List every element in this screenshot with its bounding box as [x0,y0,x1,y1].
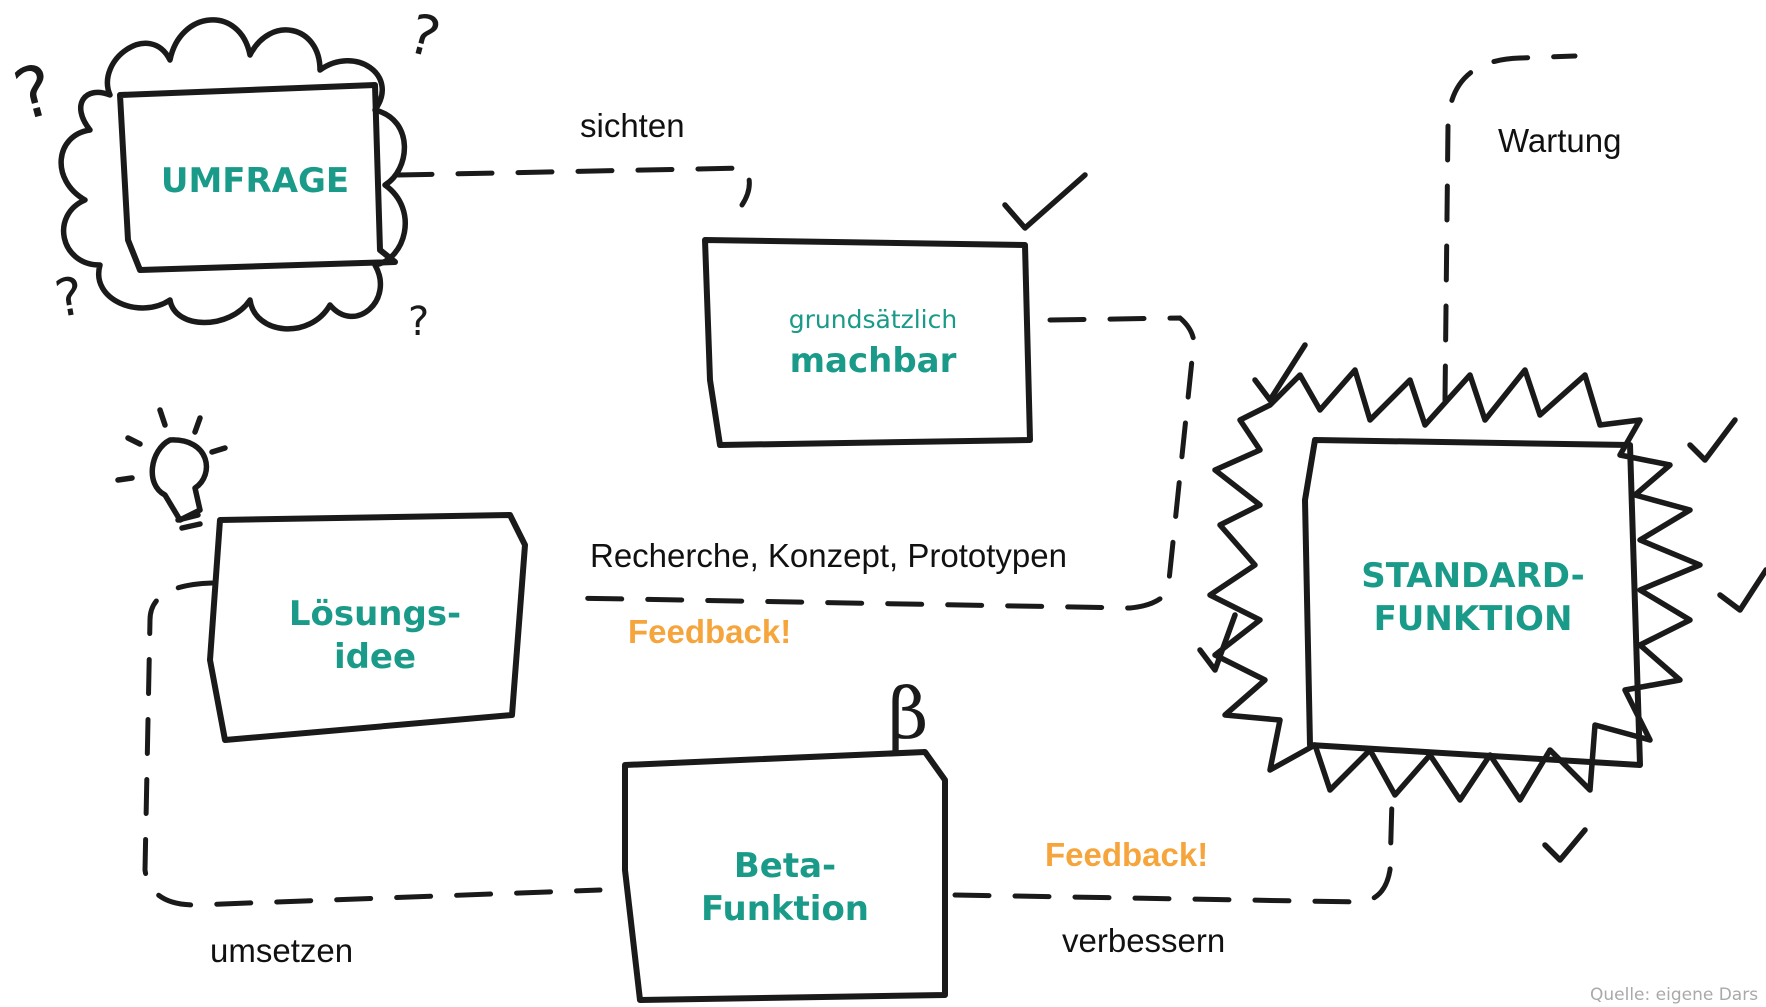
edge-loesungsidee-to-beta [142,580,603,908]
node-loesungsidee-label-1: Lösungs- [289,594,461,634]
svg-text:?: ? [5,48,62,137]
umfrage-thought-cloud [58,17,408,332]
edge-label-recherche: Recherche, Konzept, Prototypen [590,537,1067,574]
edge-label-verbessern: verbessern [1062,922,1225,959]
node-beta-label-1: Beta- [734,846,836,886]
edge-label-wartung: Wartung [1498,122,1622,159]
node-machbar-label: machbar [790,341,957,381]
edge-label-umsetzen: umsetzen [210,932,353,969]
beta-icon: β [888,673,928,755]
svg-text:β: β [888,673,928,755]
source-note: Quelle: eigene Dars [1590,985,1758,1005]
edge-machbar-to-standard [567,315,1197,611]
edge-label-sichten: sichten [580,107,685,144]
question-mark-icon: ? [402,1,447,70]
question-mark-icon: ? [5,48,62,137]
checkmark-icon [1687,417,1738,463]
lightbulb-icon [115,407,228,531]
question-mark-icon: ? [51,266,89,330]
checkmark-icon [1252,342,1308,403]
checkmark-icon [1542,827,1588,863]
checkmark-icon [1717,567,1766,613]
edge-wartung-loop [1442,53,1578,403]
node-machbar: grundsätzlich machbar [702,237,1033,448]
svg-text:?: ? [402,1,447,70]
svg-text:?: ? [51,266,89,330]
edge-beta-to-standard [952,797,1395,905]
node-umfrage: UMFRAGE [117,82,398,273]
node-machbar-sublabel: grundsätzlich [789,305,957,334]
edge-label-feedback-1: Feedback! [628,613,791,650]
question-mark-icon: ? [408,299,429,345]
node-standard-label-1: STANDARD- [1361,556,1585,596]
node-standard-funktion: STANDARD- FUNKTION [1302,437,1643,768]
node-umfrage-label: UMFRAGE [161,161,349,201]
edge-label-feedback-2: Feedback! [1045,836,1208,873]
checkmark-icon [1002,172,1088,231]
edge-umfrage-to-machbar [395,165,752,208]
node-loesungsidee: Lösungs- idee [207,512,528,743]
checkmark-icon [1197,612,1238,673]
standard-funktion-burst [1207,367,1703,803]
node-beta-label-2: Funktion [701,889,869,929]
node-standard-label-2: FUNKTION [1374,599,1573,639]
node-beta-funktion: Beta- Funktion [622,749,948,1003]
svg-text:?: ? [408,299,429,345]
node-loesungsidee-label-2: idee [334,637,416,677]
